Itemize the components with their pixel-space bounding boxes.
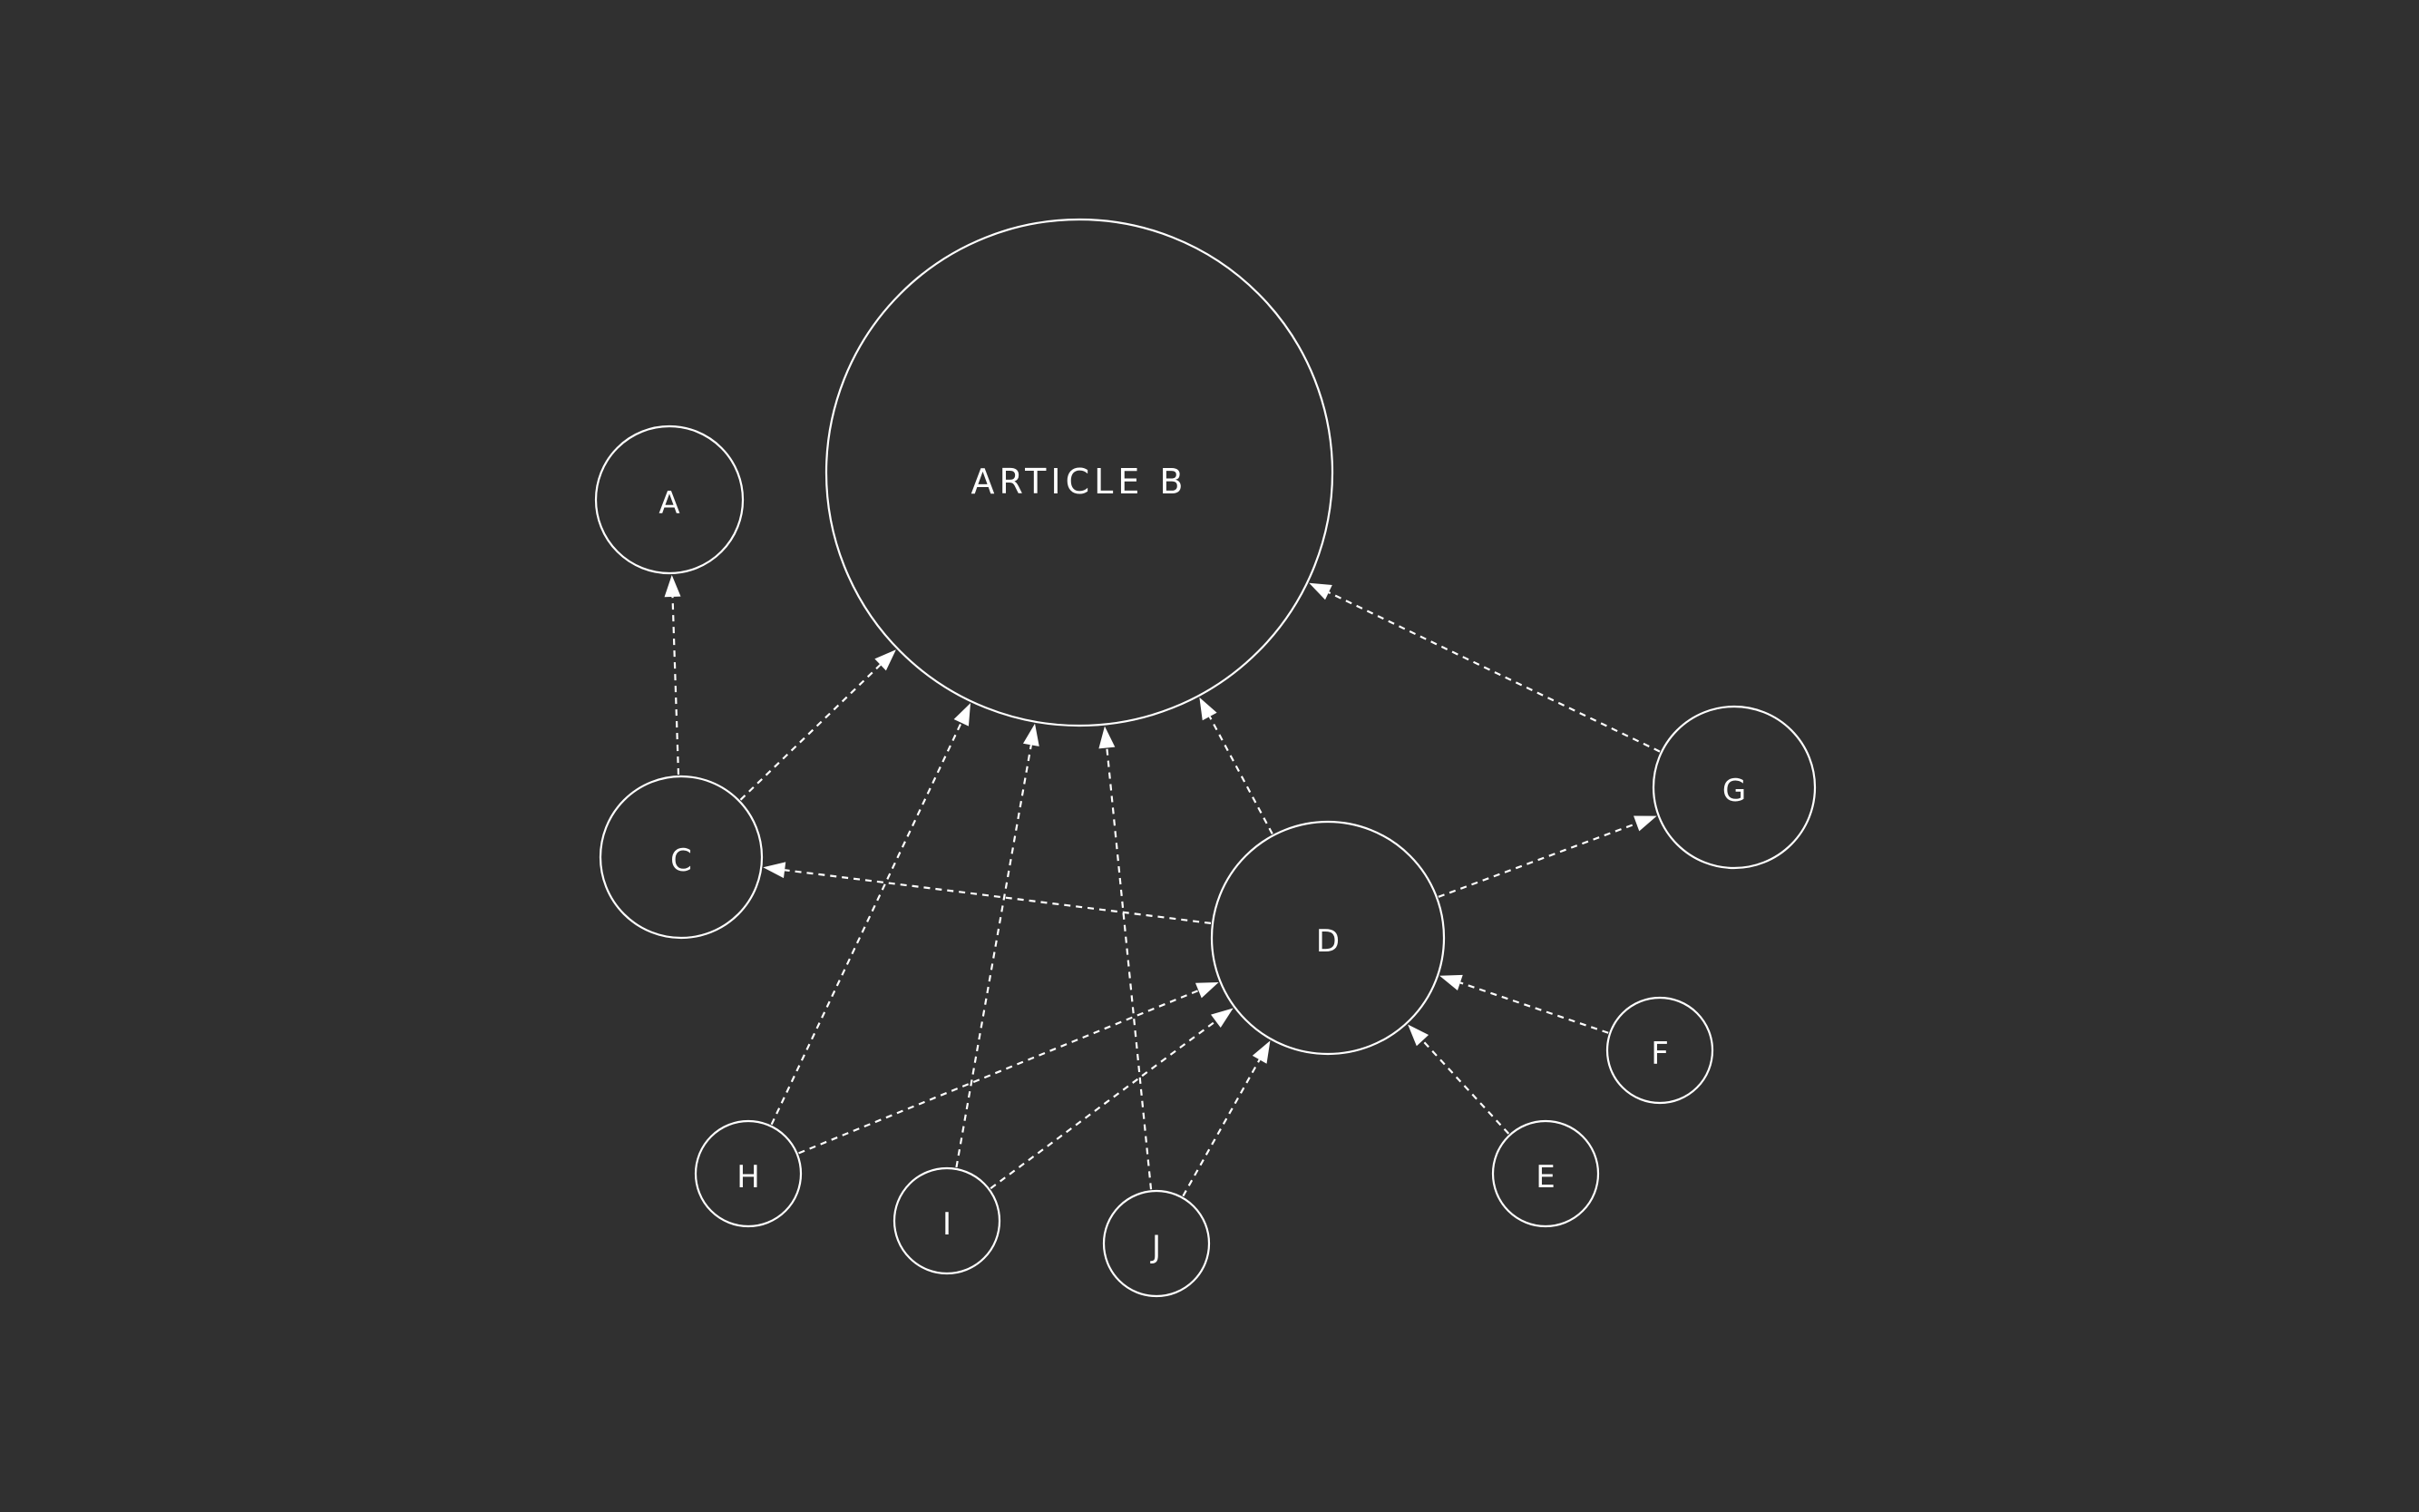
node-label: H — [736, 1159, 760, 1195]
edge-i-to-d — [990, 1008, 1234, 1190]
node-j[interactable]: J — [1102, 1189, 1211, 1298]
edge-c-to-a — [664, 574, 681, 776]
node-e[interactable]: E — [1491, 1119, 1600, 1228]
node-label: D — [1316, 923, 1340, 960]
edge-d-to-g — [1438, 815, 1657, 898]
edge-g-to-b — [1309, 582, 1661, 753]
node-i[interactable]: I — [892, 1166, 1001, 1275]
node-g[interactable]: G — [1652, 705, 1817, 870]
arrowhead-icon — [1022, 723, 1039, 746]
edge-c-to-b — [739, 649, 896, 801]
edge-line — [1106, 747, 1153, 1190]
edge-j-to-d — [1182, 1040, 1271, 1197]
arrowhead-icon — [1098, 726, 1116, 749]
arrowhead-icon — [874, 649, 896, 671]
node-f[interactable]: F — [1605, 996, 1714, 1105]
node-label: I — [942, 1206, 951, 1243]
edge-d-to-b — [1199, 697, 1273, 834]
edge-line — [955, 745, 1032, 1168]
edges-layer — [664, 574, 1661, 1197]
edge-e-to-d — [1408, 1024, 1510, 1135]
edge-line — [1328, 591, 1661, 753]
node-circle[interactable] — [594, 424, 745, 575]
node-circle[interactable] — [694, 1119, 803, 1228]
edge-line — [798, 990, 1199, 1155]
edge-d-to-c — [763, 862, 1212, 924]
node-circle[interactable] — [1605, 996, 1714, 1105]
arrowhead-icon — [763, 862, 786, 879]
node-label: C — [670, 843, 692, 879]
arrowhead-icon — [1634, 815, 1657, 832]
arrowhead-icon — [1211, 1008, 1234, 1029]
edge-line — [671, 596, 680, 776]
node-circle[interactable] — [1102, 1189, 1211, 1298]
arrowhead-icon — [1252, 1040, 1271, 1064]
edge-h-to-b — [770, 703, 971, 1126]
node-label: G — [1722, 773, 1746, 809]
edge-line — [1421, 1039, 1510, 1135]
edge-i-to-b — [955, 723, 1039, 1168]
edge-line — [990, 1019, 1217, 1190]
node-h[interactable]: H — [694, 1119, 803, 1228]
edge-line — [1208, 716, 1273, 834]
arrowhead-icon — [1408, 1024, 1429, 1047]
arrowhead-icon — [1309, 582, 1332, 600]
node-b[interactable]: ARTICLE B — [824, 218, 1334, 727]
arrowhead-icon — [664, 574, 681, 598]
arrowhead-icon — [1439, 974, 1463, 990]
node-label: ARTICLE B — [971, 462, 1188, 502]
arrowhead-icon — [1195, 981, 1219, 999]
arrowhead-icon — [1199, 697, 1217, 721]
node-circle[interactable] — [1652, 705, 1817, 870]
nodes-layer: ARTICLE B A C D G F E H I J — [594, 218, 1817, 1298]
edge-line — [1438, 822, 1637, 898]
node-circle[interactable] — [892, 1166, 1001, 1275]
edge-line — [739, 664, 882, 801]
edge-line — [1459, 981, 1609, 1034]
arrowhead-icon — [953, 703, 971, 727]
edge-j-to-b — [1098, 726, 1153, 1190]
node-a[interactable]: A — [594, 424, 745, 575]
node-circle[interactable] — [1210, 820, 1446, 1056]
node-c[interactable]: C — [599, 775, 764, 940]
node-label: J — [1150, 1229, 1161, 1265]
edge-h-to-d — [798, 981, 1219, 1155]
node-d[interactable]: D — [1210, 820, 1446, 1056]
edge-line — [784, 869, 1212, 924]
edge-f-to-d — [1439, 974, 1609, 1034]
edge-line — [1182, 1058, 1261, 1197]
node-circle[interactable] — [599, 775, 764, 940]
node-circle[interactable] — [1491, 1119, 1600, 1228]
edge-line — [770, 722, 962, 1126]
node-circle[interactable] — [824, 218, 1334, 727]
node-label: F — [1651, 1036, 1669, 1072]
node-label: A — [658, 485, 679, 522]
node-label: E — [1536, 1159, 1555, 1195]
